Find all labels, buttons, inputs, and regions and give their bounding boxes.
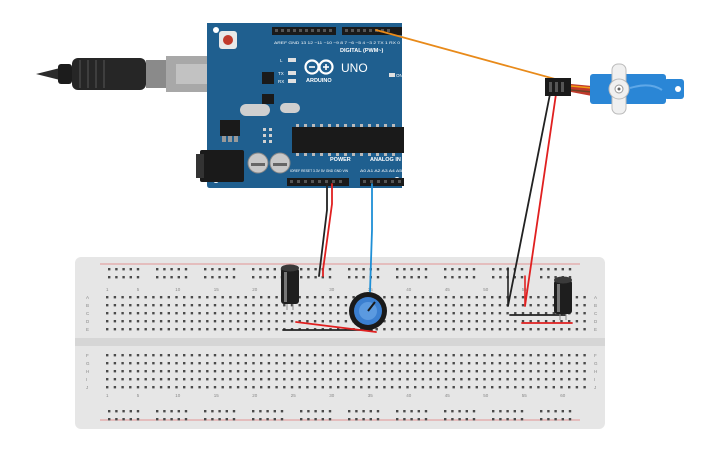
servo-motor[interactable] xyxy=(545,63,684,115)
power-jack[interactable] xyxy=(200,150,244,182)
arduino-board[interactable]: AREF GND 13 12 ~11 ~10 ~9 8 7 ~6 ~5 4 ~3… xyxy=(196,23,404,188)
row-letter: D xyxy=(594,319,598,324)
column-number: 25 xyxy=(291,393,297,398)
column-number: 20 xyxy=(252,393,258,398)
column-number: 40 xyxy=(406,393,412,398)
column-number: 15 xyxy=(214,287,220,292)
row-letter: H xyxy=(594,369,597,374)
capacitor-right[interactable] xyxy=(554,276,572,321)
led-l-label: L xyxy=(280,58,283,63)
usb-cable[interactable] xyxy=(36,56,230,92)
column-number: 50 xyxy=(483,287,489,292)
column-number: 20 xyxy=(252,287,258,292)
column-number: 45 xyxy=(445,287,451,292)
arduino-brand: ARDUINO xyxy=(306,78,332,84)
led-tx-label: TX xyxy=(278,71,284,76)
digital-header-left[interactable] xyxy=(272,27,336,35)
column-number: 15 xyxy=(214,393,220,398)
column-number: 45 xyxy=(445,393,451,398)
column-number: 30 xyxy=(329,287,335,292)
column-number: 35 xyxy=(368,393,374,398)
wire-black-servo xyxy=(507,93,551,307)
row-letter: G xyxy=(86,361,90,366)
column-number: 5 xyxy=(137,393,140,398)
analog-pin-labels: A0 A1 A2 A3 A4 A5 xyxy=(360,169,402,173)
on-label: ON xyxy=(396,73,403,78)
row-letter: I xyxy=(86,377,87,382)
wire-black-gnd xyxy=(318,183,328,277)
wire-red-bb-1 xyxy=(295,321,377,333)
power-label: POWER xyxy=(330,157,351,163)
column-number: 10 xyxy=(175,393,181,398)
capacitor-left[interactable] xyxy=(281,264,299,311)
row-letter: A xyxy=(594,295,597,300)
power-pin-labels: IOREF RESET 3.3V 5V GND GND VIN xyxy=(290,169,348,173)
row-letter: G xyxy=(594,361,598,366)
wire-red-5v xyxy=(322,183,333,277)
column-number: 55 xyxy=(522,393,528,398)
row-letter: E xyxy=(86,327,89,332)
wires[interactable] xyxy=(282,29,573,333)
wire-red-servo xyxy=(524,93,557,307)
potentiometer[interactable] xyxy=(349,292,387,330)
row-letter: B xyxy=(594,303,597,308)
row-letter: F xyxy=(594,353,597,358)
row-letter: I xyxy=(594,377,595,382)
atmega-chip xyxy=(292,127,404,153)
column-number: 1 xyxy=(106,393,109,398)
row-letter: B xyxy=(86,303,89,308)
digital-label: DIGITAL (PWM~) xyxy=(340,48,384,54)
column-number: 5 xyxy=(137,287,140,292)
column-number: 1 xyxy=(106,287,109,292)
column-number: 30 xyxy=(329,393,335,398)
row-letter: A xyxy=(86,295,89,300)
wire-orange-signal xyxy=(375,29,567,83)
column-number: 10 xyxy=(175,287,181,292)
row-letter: F xyxy=(86,353,89,358)
led-rx-label: RX xyxy=(278,79,284,84)
wire-blue-a0 xyxy=(369,183,373,293)
column-number: 60 xyxy=(560,393,566,398)
row-letter: J xyxy=(86,385,88,390)
row-letter: D xyxy=(86,319,90,324)
column-number: 40 xyxy=(406,287,412,292)
arduino-model: UNO xyxy=(341,61,368,75)
analog-label: ANALOG IN xyxy=(370,157,401,163)
row-letter: J xyxy=(594,385,596,390)
header-pin-labels: AREF GND 13 12 ~11 ~10 ~9 8 7 ~6 ~5 4 ~3… xyxy=(274,41,400,45)
analog-header[interactable] xyxy=(360,178,404,186)
arduino-logo-icon xyxy=(304,59,334,75)
row-letter: E xyxy=(594,327,597,332)
row-letter: C xyxy=(594,311,598,316)
row-letter: H xyxy=(86,369,89,374)
row-letter: C xyxy=(86,311,90,316)
column-number: 50 xyxy=(483,393,489,398)
